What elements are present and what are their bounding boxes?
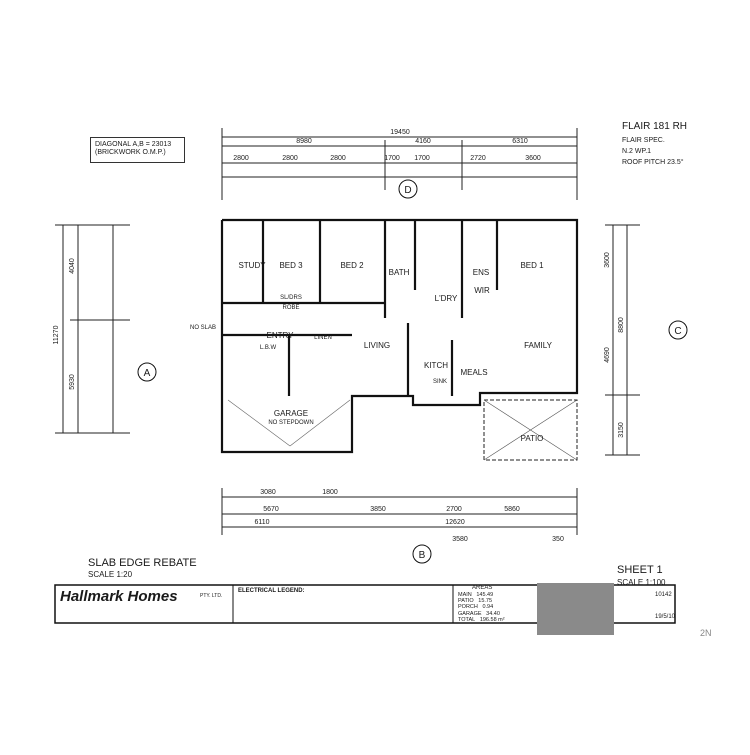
room-living: LIVING	[364, 341, 390, 350]
dim-bottom-r3-2: 12620	[445, 519, 465, 526]
company-name: Hallmark Homes	[60, 588, 178, 605]
room-bed3: BED 3	[279, 261, 303, 270]
dim-top-2: 4160	[415, 138, 431, 145]
dim-top-3: 6310	[512, 138, 528, 145]
area-row: GARAGE 34.40	[458, 610, 500, 617]
room-lbw: L.B.W	[260, 345, 277, 351]
plan-name: FLAIR 181 RH	[622, 121, 688, 132]
room-patio: PATIO	[521, 434, 544, 443]
dim-bottom-1: 3080	[260, 489, 276, 496]
area-row: PATIO 15.75	[458, 598, 493, 605]
date-fragment: 19/5/10	[655, 614, 676, 620]
dim-top-r3-2: 2800	[282, 155, 298, 162]
dim-bottom-2: 1800	[322, 489, 338, 496]
axis-marker-b: B	[419, 550, 426, 561]
room-bath: BATH	[389, 268, 410, 277]
room-study: STUDY	[238, 261, 266, 270]
redacted-block	[537, 583, 614, 635]
dim-top-r3-1: 2800	[233, 155, 249, 162]
dim-bottom-r2-1: 5670	[263, 506, 279, 513]
axis-marker-a: A	[144, 368, 151, 379]
plan-n2-wp: N.2 WP.1	[622, 148, 652, 155]
company-pty: PTY. LTD.	[200, 593, 223, 599]
axis-marker-d: D	[404, 185, 411, 196]
dim-top-1: 8980	[296, 138, 312, 145]
dim-bottom-r2-3: 2700	[446, 506, 462, 513]
dim-right-2: 4690	[604, 347, 611, 363]
axis-marker-c: C	[674, 326, 681, 337]
room-kitchen: KITCH	[424, 361, 448, 370]
dim-top-r3-5: 1700	[414, 155, 430, 162]
plan-spec: FLAIR SPEC.	[622, 137, 665, 144]
dim-left-2: 5930	[69, 374, 76, 390]
dim-top-overall: 19450	[390, 129, 410, 136]
room-bed2: BED 2	[340, 261, 364, 270]
sheet-label: SHEET 1	[617, 564, 663, 576]
area-row: PORCH 0.94	[458, 604, 494, 611]
dim-bottom-r3-1: 6110	[254, 519, 269, 526]
sheet-scale: SCALE 1:100	[617, 578, 666, 587]
dim-right-1: 3600	[604, 252, 611, 268]
room-ldry: L'DRY	[435, 294, 458, 303]
room-garage-sub: NO STEPDOWN	[268, 420, 313, 426]
room-family: FAMILY	[524, 341, 553, 350]
electrical-legend-title: ELECTRICAL LEGEND:	[238, 588, 305, 594]
room-entry: ENTRY	[267, 331, 295, 340]
room-wir: WIR	[474, 286, 490, 295]
diagonal-note: DIAGONAL A,B = 23013 (BRICKWORK O.M.P.)	[90, 137, 185, 163]
margin-mark: 2N	[700, 628, 712, 638]
diagonal-note-line-1: DIAGONAL A,B = 23013	[95, 141, 172, 148]
area-row: TOTAL 196.58 m²	[458, 616, 505, 623]
dim-right-3: 3150	[618, 422, 625, 438]
room-bed1: BED 1	[520, 261, 544, 270]
room-ens: ENS	[473, 268, 489, 277]
dim-top-r3-6: 2720	[470, 155, 486, 162]
room-sl-drs: SL/DRS	[280, 295, 302, 301]
room-garage: GARAGE	[274, 409, 308, 418]
roof-pitch: ROOF PITCH 23.5°	[622, 159, 684, 166]
room-linen: LINEN	[314, 335, 332, 341]
room-sink: SINK	[433, 379, 447, 385]
dim-left-overall: 11270	[53, 325, 60, 344]
dim-top-r3-3: 2800	[330, 155, 346, 162]
note-no-slab: NO SLAB	[190, 325, 216, 331]
dim-left-1: 4040	[69, 258, 76, 274]
room-meals: MEALS	[460, 368, 487, 377]
dim-bottom-r4-1: 3580	[452, 536, 468, 543]
diagonal-note-line-2: (BRICKWORK O.M.P.)	[95, 149, 166, 156]
areas-table: MAIN 145.49 PATIO 15.75 PORCH 0.94 GARAG…	[458, 592, 505, 623]
slab-edge-title: SLAB EDGE REBATE	[88, 557, 197, 569]
dim-top-r3-4: 1700	[384, 155, 400, 162]
dim-bottom-r2-4: 5860	[504, 506, 520, 513]
room-robe: ROBE	[282, 305, 299, 311]
dim-bottom-r2-2: 3850	[370, 506, 386, 513]
dim-right-overall: 8800	[618, 317, 625, 333]
ref-fragment: 10142	[655, 592, 672, 598]
dim-top-r3-7: 3600	[525, 155, 541, 162]
slab-edge-scale: SCALE 1:20	[88, 570, 133, 579]
dim-bottom-r4-2: 350	[552, 536, 564, 543]
areas-header: AREAS	[472, 585, 493, 591]
area-row: MAIN 145.49	[458, 592, 494, 598]
